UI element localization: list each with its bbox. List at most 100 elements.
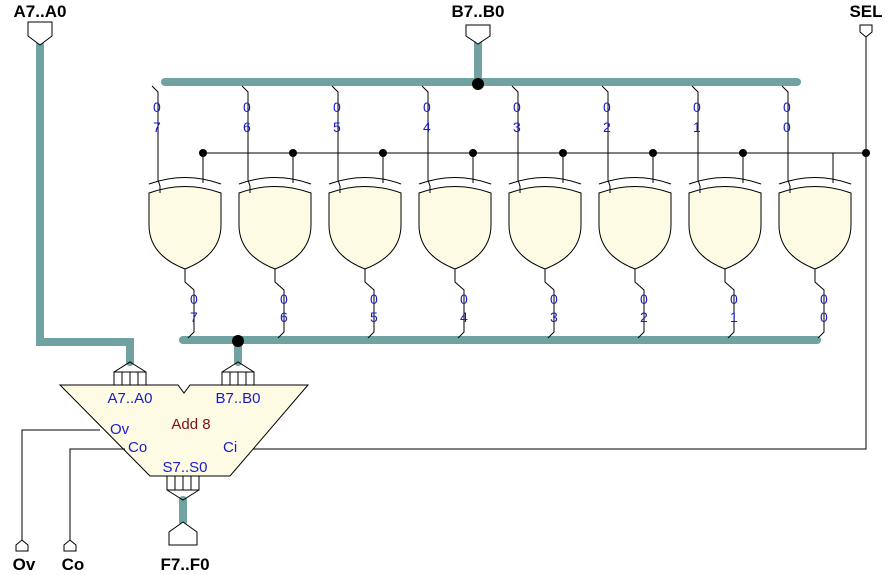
pin-b-label: B7..B0 — [452, 2, 505, 21]
xor-gate-back-curve — [598, 177, 672, 185]
xor-gate-body — [688, 186, 762, 270]
pin-a-label: A7..A0 — [14, 2, 67, 21]
x-tap-label-bottom: 6 — [280, 309, 288, 325]
b-tap-label-bottom: 2 — [603, 119, 611, 135]
pin-a-input[interactable]: A7..A0 — [14, 2, 67, 46]
b-tap-label-top: 0 — [603, 99, 611, 115]
adder-port-co: Co — [128, 439, 147, 456]
junction-dot-b-bus — [472, 78, 484, 90]
x-bus-tap-wire — [454, 269, 465, 339]
bus-a[interactable] — [36, 41, 134, 366]
xor-gate-7[interactable] — [148, 85, 222, 339]
adder-8[interactable]: A7..A0 B7..B0 Add 8 Ov Co Ci S7..S0 — [58, 361, 310, 501]
pin-f-shape — [168, 521, 198, 546]
x-tap-label-bottom: 0 — [820, 309, 828, 325]
b-bus-tap-wire — [151, 85, 161, 193]
x-bus-tap-wire — [184, 269, 195, 339]
adder-b-tap — [221, 361, 255, 385]
pin-a-shape — [27, 21, 53, 46]
xor-gate-back-curve — [778, 177, 852, 185]
pin-b-input[interactable]: B7..B0 — [452, 2, 505, 45]
b-tap-label-bottom: 6 — [243, 119, 251, 135]
b-tap-label-top: 0 — [333, 99, 341, 115]
b-tap-label-top: 0 — [423, 99, 431, 115]
xor-gate-body — [328, 186, 402, 270]
x-tap-label-top: 0 — [370, 291, 378, 307]
xor-gate-0[interactable] — [778, 85, 852, 339]
x-tap-label-top: 0 — [190, 291, 198, 307]
junction-dot-sel — [559, 149, 567, 157]
pin-sel-label: SEL — [849, 2, 882, 21]
pin-sel-input[interactable]: SEL — [849, 2, 883, 38]
ov-wire[interactable] — [21, 429, 100, 540]
x-tap-label-bottom: 2 — [640, 309, 648, 325]
xor-gate-body — [418, 186, 492, 270]
x-bus-tap-wire — [274, 269, 285, 339]
b-tap-label-bottom: 4 — [423, 119, 431, 135]
x-tap-label-bottom: 7 — [190, 309, 198, 325]
xor-gate-back-curve — [508, 177, 582, 185]
adder-port-b: B7..B0 — [215, 390, 260, 407]
x-tap-label-top: 0 — [280, 291, 288, 307]
xor-gate-body — [238, 186, 312, 270]
pin-ov-output[interactable]: Ov — [13, 539, 36, 574]
adder-port-ov: Ov — [110, 421, 130, 438]
junction-dot-sel — [379, 149, 387, 157]
b-tap-label-top: 0 — [783, 99, 791, 115]
x-bus-tap-wire — [814, 269, 825, 339]
xor-gate-body — [778, 186, 852, 270]
xor-gate-4[interactable] — [418, 85, 492, 339]
pin-sel-shape — [859, 24, 873, 38]
b-tap-label-bottom: 5 — [333, 119, 341, 135]
x-tap-label-bottom: 4 — [460, 309, 468, 325]
junction-dot-sel — [289, 149, 297, 157]
adder-port-ci: Ci — [223, 439, 237, 456]
pin-ov-shape — [15, 539, 29, 552]
b-tap-label-bottom: 0 — [783, 119, 791, 135]
adder-port-a: A7..A0 — [107, 390, 152, 407]
b-bus-tap-wire — [331, 85, 341, 193]
xor-gate-back-curve — [148, 177, 222, 185]
xor-gate-back-curve — [418, 177, 492, 185]
xor-gate-1[interactable] — [688, 85, 762, 339]
x-bus-tap-wire — [544, 269, 555, 339]
x-tap-label-bottom: 1 — [730, 309, 738, 325]
junction-dot-x-bus — [232, 335, 244, 347]
co-wire[interactable] — [69, 448, 125, 540]
x-tap-label-bottom: 5 — [370, 309, 378, 325]
x-bus-tap-wire — [634, 269, 645, 339]
xor-gate-back-curve — [688, 177, 762, 185]
pin-co-shape — [63, 539, 77, 552]
pin-co-label: Co — [62, 555, 85, 574]
xor-gate-back-curve — [328, 177, 402, 185]
b-tap-label-bottom: 3 — [513, 119, 521, 135]
junction-dot-sel — [199, 149, 207, 157]
pin-co-output[interactable]: Co — [62, 539, 85, 574]
junction-dot-sel — [469, 149, 477, 157]
xor-gate-5[interactable] — [328, 85, 402, 339]
b-bus-tap-wire — [691, 85, 701, 193]
xor-gate-2[interactable] — [598, 85, 672, 339]
x-tap-label-top: 0 — [730, 291, 738, 307]
adder-s-tap — [166, 476, 200, 501]
junction-dot-sel-corner — [862, 149, 870, 157]
junction-dot-sel — [649, 149, 657, 157]
x-tap-label-top: 0 — [820, 291, 828, 307]
xor-gate-6[interactable] — [238, 85, 312, 339]
b-tap-label-bottom: 1 — [693, 119, 701, 135]
sel-wire[interactable] — [248, 36, 867, 450]
pin-b-shape — [465, 24, 491, 45]
b-bus-tap-wire — [601, 85, 611, 193]
xor-gate-back-curve — [238, 177, 312, 185]
xor-gate-3[interactable] — [508, 85, 582, 339]
b-bus-tap-wire — [241, 85, 251, 193]
xor-gate-body — [148, 186, 222, 270]
x-tap-label-top: 0 — [640, 291, 648, 307]
b-bus-tap-wire — [421, 85, 431, 193]
b-tap-label-bottom: 7 — [153, 119, 161, 135]
pin-f-output[interactable]: F7..F0 — [160, 521, 210, 574]
b-tap-label-top: 0 — [693, 99, 701, 115]
b-tap-label-top: 0 — [513, 99, 521, 115]
b-tap-label-top: 0 — [153, 99, 161, 115]
